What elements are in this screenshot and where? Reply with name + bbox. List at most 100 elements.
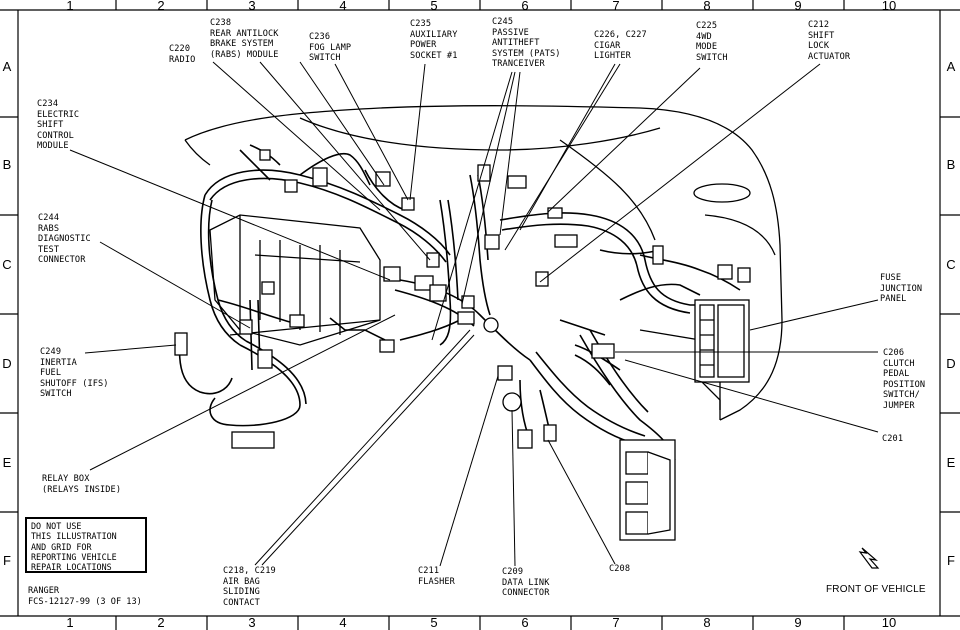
callout-line: TRANCEIVER (492, 59, 545, 69)
callout-line: C235 (410, 19, 432, 29)
callout-line: AUXILIARY (410, 29, 458, 40)
callout-c249-ifs-switch: C249 INERTIA FUEL SHUTOFF (IFS) SWITCH (40, 347, 109, 400)
callout-c206-clutch-switch: C206 CLUTCH PEDAL POSITION SWITCH/ JUMPE… (883, 348, 925, 411)
grid-col-5-bottom: 5 (430, 615, 438, 630)
callout-line: SWITCH (309, 53, 341, 63)
callout-line: RADIO (169, 54, 196, 65)
callout-line: SWITCH/ (883, 390, 920, 400)
footer-model: RANGER (28, 586, 60, 596)
callout-line: ACTUATOR (808, 51, 851, 62)
callout-line: SOCKET #1 (410, 50, 458, 61)
callout-line: C220 (169, 44, 191, 54)
callout-line: C225 (696, 21, 718, 31)
callout-line: POWER (410, 40, 437, 50)
callout-line: MODULE (37, 141, 69, 151)
grid-col-3-top: 3 (248, 0, 256, 13)
grid-col-6-top: 6 (521, 0, 529, 13)
callout-line: SWITCH (696, 52, 728, 63)
callout-line: (RELAYS INSIDE) (42, 484, 122, 495)
grid-row-e-right: E (946, 455, 956, 470)
grid-row-b-right: B (946, 157, 956, 172)
grid-col-9-bottom: 9 (794, 615, 802, 630)
grid-col-4-bottom: 4 (339, 615, 347, 630)
grid-row-b-left: B (2, 157, 12, 172)
grid-col-9-top: 9 (794, 0, 802, 13)
grid-col-6-bottom: 6 (521, 615, 529, 630)
callout-c220-radio: C220 RADIO (169, 44, 195, 65)
callout-line: TEST (38, 244, 60, 255)
callout-line: C238 (210, 18, 232, 28)
grid-row-f-left: F (3, 553, 11, 568)
callout-line: INERTIA (40, 357, 77, 368)
callout-line: SHIFT (808, 30, 835, 41)
callout-line: FOG LAMP (309, 42, 352, 53)
callout-line: C206 (883, 348, 905, 358)
callout-line: SHUTOFF (IFS) (40, 378, 109, 389)
grid-row-e-left: E (2, 455, 12, 470)
grid-col-7-top: 7 (612, 0, 620, 13)
callout-line: (RABS) MODULE (210, 49, 279, 60)
grid-col-5-top: 5 (430, 0, 438, 13)
callout-c226-cigar-lighter: C226, C227 CIGAR LIGHTER (594, 30, 647, 62)
grid-row-a-left: A (2, 59, 12, 74)
front-arrow-icon (858, 547, 880, 569)
callout-c245-pats: C245 PASSIVE ANTITHEFT SYSTEM (PATS) TRA… (492, 17, 561, 70)
callout-line: ANTITHEFT (492, 38, 540, 48)
callout-line: SYSTEM (PATS) (492, 48, 561, 59)
callout-line: AIR BAG (223, 576, 260, 587)
callout-line: C208 (609, 564, 631, 574)
grid-col-10-top: 10 (881, 0, 897, 13)
callout-line: JUNCTION (880, 283, 923, 294)
notice-line: REPAIR LOCATIONS (31, 562, 112, 573)
callout-line: FUSE (880, 273, 902, 283)
notice-line: THIS ILLUSTRATION (31, 531, 117, 542)
callout-line: C244 (38, 213, 60, 223)
callout-line: C212 (808, 20, 830, 30)
callout-line: FLASHER (418, 576, 455, 587)
grid-col-1-bottom: 1 (66, 615, 74, 630)
callout-c234-esc-module: C234 ELECTRIC SHIFT CONTROL MODULE (37, 99, 79, 152)
callout-line: C236 (309, 32, 331, 42)
callout-line: BRAKE SYSTEM (210, 39, 274, 49)
grid-row-c-left: C (2, 257, 12, 272)
leader-lines (69, 61, 879, 567)
callout-line: CIGAR (594, 40, 621, 51)
callout-c238-rabs-module: C238 REAR ANTILOCK BRAKE SYSTEM (RABS) M… (210, 18, 279, 60)
grid-col-8-top: 8 (703, 0, 711, 13)
callout-line: CONTROL (37, 130, 74, 141)
figure-footer: RANGER FCS-12127-99 (3 OF 13) (28, 586, 142, 608)
footer-figure-id: FCS-12127-99 (3 OF 13) (28, 597, 142, 607)
callout-line: LIGHTER (594, 51, 631, 61)
callout-line: 4WD (696, 31, 712, 42)
grid-col-2-top: 2 (157, 0, 165, 13)
grid-row-d-left: D (2, 356, 12, 371)
callout-line: C234 (37, 99, 59, 109)
callout-c201: C201 (882, 434, 903, 445)
callout-line: SLIDING (223, 587, 260, 597)
callout-line: CLUTCH (883, 358, 915, 369)
dashboard-outline (184, 105, 783, 421)
notice-box: DO NOT USE THIS ILLUSTRATION AND GRID FO… (25, 517, 147, 573)
grid-col-8-bottom: 8 (703, 615, 711, 630)
callout-c244-rabs-test: C244 RABS DIAGNOSTIC TEST CONNECTOR (38, 213, 91, 266)
grid-row-c-right: C (946, 257, 956, 272)
connectors (174, 149, 751, 541)
grid-col-3-bottom: 3 (248, 615, 256, 630)
callout-line: C209 (502, 567, 524, 577)
grid-col-1-top: 1 (66, 0, 74, 13)
callout-line: JUMPER (883, 400, 915, 411)
callout-c208: C208 (609, 564, 630, 575)
callout-line: CONTACT (223, 597, 260, 608)
grid-row-a-right: A (946, 59, 956, 74)
callout-c211-flasher: C211 FLASHER (418, 566, 455, 587)
grid-col-4-top: 4 (339, 0, 347, 13)
notice-line: DO NOT USE (31, 521, 82, 531)
callout-line: DATA LINK (502, 577, 550, 588)
notice-line: REPORTING VEHICLE (31, 551, 117, 562)
callout-line: C201 (882, 434, 904, 444)
callout-line: POSITION (883, 379, 926, 390)
callout-line: MODE (696, 42, 718, 52)
callout-line: ELECTRIC (37, 109, 80, 120)
